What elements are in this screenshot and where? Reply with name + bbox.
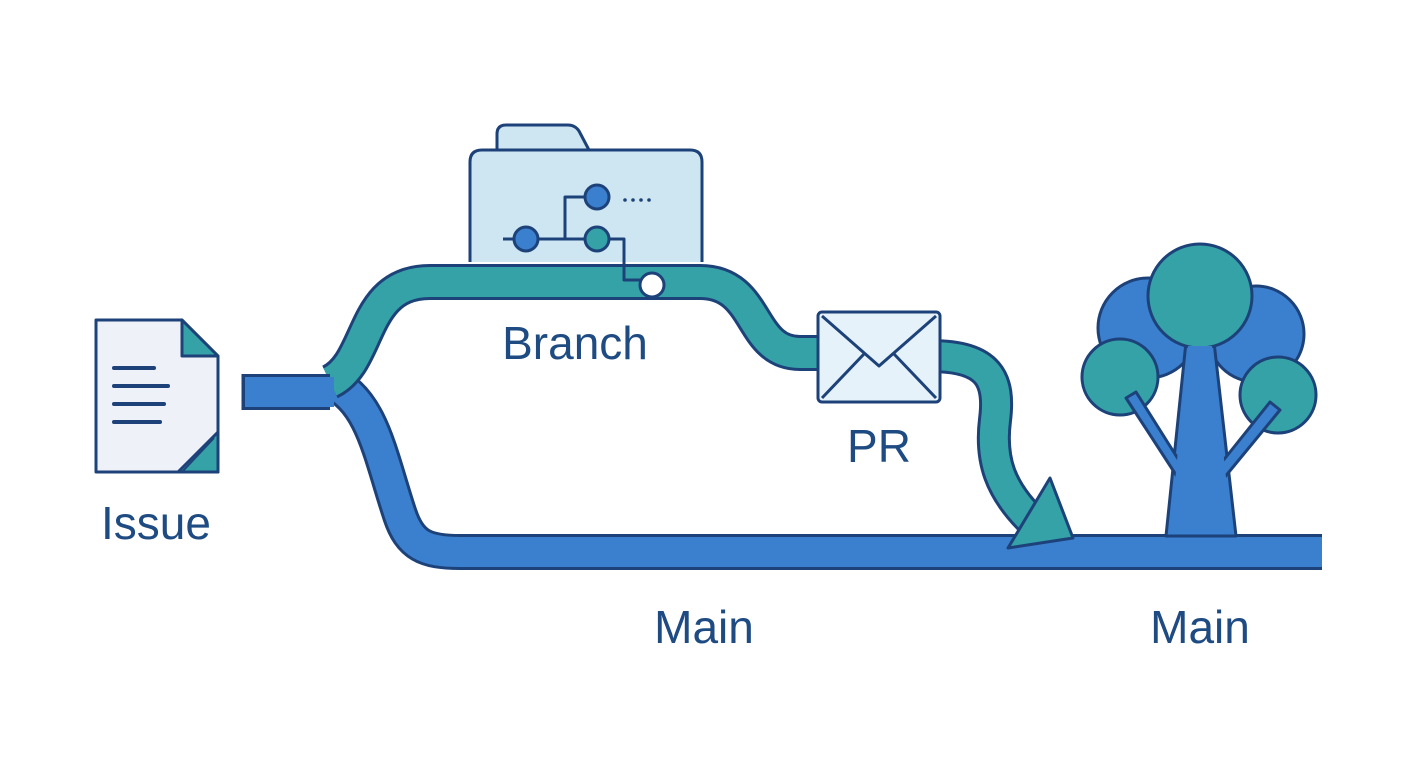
document-icon (94, 318, 220, 474)
main-label-left: Main (654, 601, 754, 653)
branch-label: Branch (502, 317, 648, 369)
envelope-icon (816, 310, 942, 404)
main-label-right: Main (1150, 601, 1250, 653)
pr-label: PR (847, 420, 911, 472)
issue-line (241, 374, 334, 410)
branch-line (320, 264, 830, 399)
issue-label: Issue (101, 497, 211, 549)
tree-icon (1080, 242, 1318, 538)
folder-git-branch-icon (468, 123, 704, 299)
main-line (321, 365, 1322, 570)
merge-arrow (929, 339, 1075, 550)
